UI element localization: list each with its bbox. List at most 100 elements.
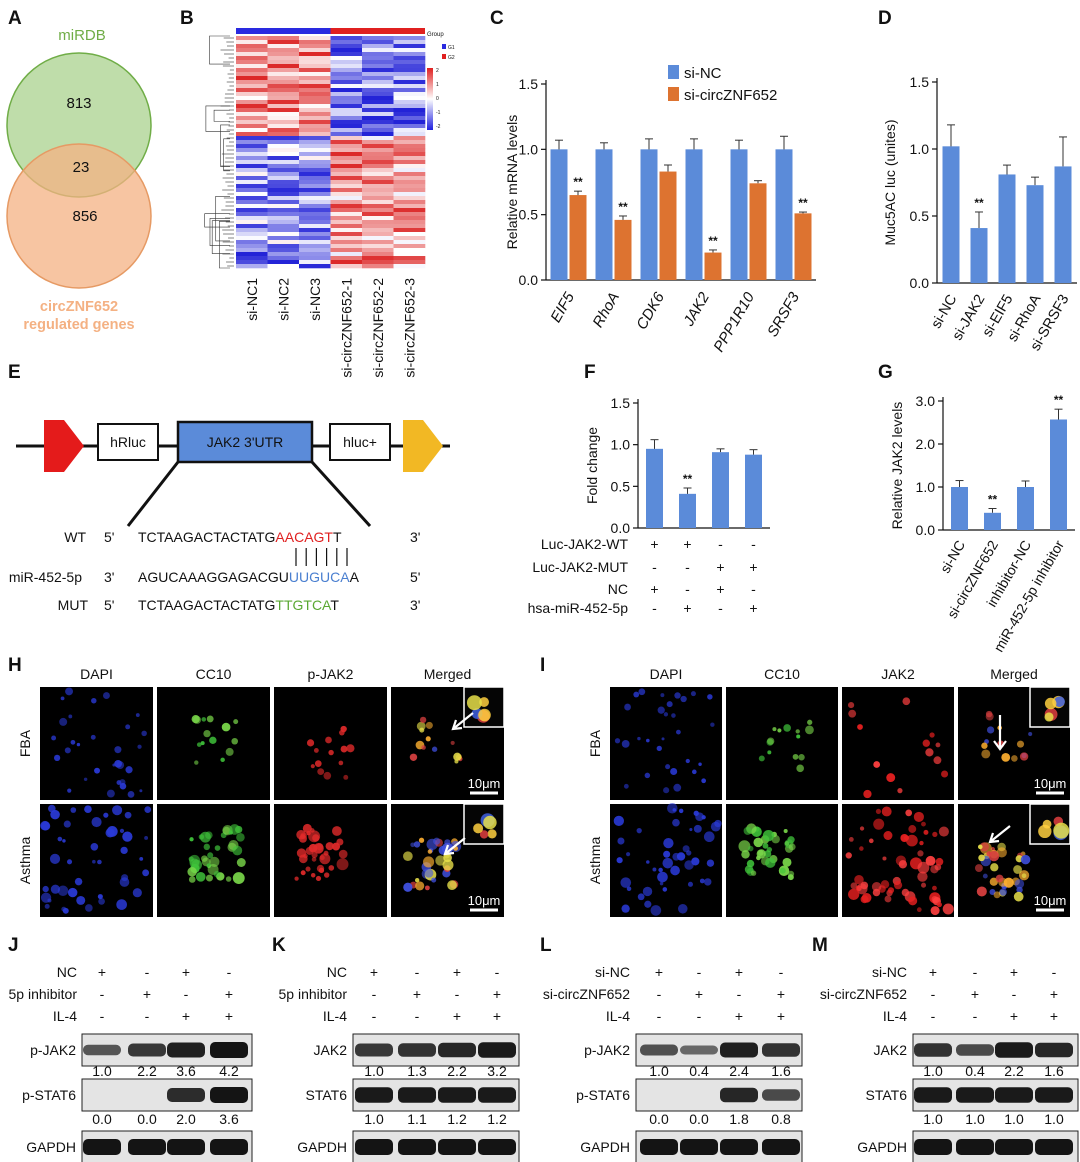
condition-sign: - bbox=[751, 536, 756, 552]
heatmap-cell bbox=[330, 232, 363, 237]
hluc-box bbox=[329, 423, 391, 461]
condition-label: Luc-JAK2-MUT bbox=[532, 559, 628, 575]
cell-signal bbox=[621, 740, 630, 748]
cell-signal bbox=[859, 846, 864, 851]
microscopy-column-label: Merged bbox=[990, 666, 1037, 682]
cell-signal bbox=[144, 806, 152, 813]
arrow-shaft bbox=[444, 837, 466, 855]
arrow-head bbox=[988, 832, 1000, 844]
cell-signal bbox=[988, 850, 1000, 862]
heatmap-cell bbox=[362, 152, 394, 157]
heatmap-cell bbox=[330, 88, 363, 93]
heatmap-cell bbox=[299, 144, 331, 149]
heatmap-cell bbox=[393, 248, 426, 253]
heatmap-cell bbox=[393, 260, 426, 265]
heatmap-cell bbox=[393, 44, 426, 49]
condition-label: si-circZNF652 bbox=[820, 986, 907, 1002]
heatmap-cell bbox=[362, 148, 394, 153]
heatmap-cell bbox=[299, 224, 331, 229]
heatmap-cell bbox=[267, 148, 300, 153]
cell-signal bbox=[979, 842, 989, 852]
heatmap-cell bbox=[267, 228, 300, 233]
heatmap-cell bbox=[267, 40, 300, 45]
protein-band bbox=[398, 1139, 436, 1155]
cell-signal bbox=[783, 829, 788, 834]
heatmap-cell bbox=[267, 116, 300, 121]
band-quantification: 3.2 bbox=[487, 1063, 507, 1079]
heatmap-cell bbox=[236, 136, 268, 141]
condition-sign: - bbox=[697, 1008, 702, 1024]
heatmap-cell bbox=[362, 76, 394, 81]
condition-sign: + bbox=[777, 986, 785, 1002]
heatmap-cell bbox=[299, 96, 331, 101]
cell-signal bbox=[873, 818, 885, 830]
condition-sign: + bbox=[1010, 964, 1018, 980]
heatmap-cell bbox=[236, 100, 268, 105]
cell-signal bbox=[930, 865, 939, 874]
band-quantification: 1.0 bbox=[1004, 1111, 1024, 1127]
heatmap-cell bbox=[299, 252, 331, 257]
cell-signal bbox=[343, 774, 349, 780]
condition-sign: + bbox=[225, 1008, 233, 1024]
condition-sign: - bbox=[495, 964, 500, 980]
microscopy-background bbox=[40, 687, 153, 800]
cell-signal bbox=[236, 858, 246, 867]
cell-signal bbox=[67, 788, 72, 793]
heatmap-cell bbox=[393, 264, 426, 269]
cell-signal bbox=[413, 841, 421, 848]
heatmap-cell bbox=[330, 108, 363, 113]
cell-signal bbox=[232, 845, 243, 856]
protein-band bbox=[640, 1044, 678, 1056]
cell-signal bbox=[424, 885, 430, 891]
band-quantification: 0.0 bbox=[137, 1111, 157, 1127]
utr-label: JAK2 3'UTR bbox=[207, 434, 284, 450]
dendrogram-branch bbox=[213, 109, 230, 122]
band-label: p-JAK2 bbox=[584, 1042, 630, 1058]
venn-bottom-label: circZNF652 bbox=[40, 299, 118, 315]
condition-sign: - bbox=[652, 559, 657, 575]
heatmap-cell bbox=[236, 112, 268, 117]
cell-signal bbox=[222, 826, 231, 835]
heatmap-cell bbox=[267, 200, 300, 205]
cell-signal bbox=[999, 888, 1007, 896]
heatmap-cell bbox=[362, 228, 394, 233]
sequence-plain: TCTAAGACTACTATG bbox=[138, 529, 275, 545]
cell-signal bbox=[311, 857, 317, 862]
cell-signal bbox=[690, 691, 696, 697]
group-bar-si bbox=[330, 28, 425, 34]
heatmap-cell bbox=[362, 124, 394, 129]
condition-label: IL-4 bbox=[323, 1008, 347, 1024]
significance-mark: ** bbox=[974, 196, 984, 210]
cell-signal bbox=[139, 789, 143, 793]
heatmap-cell bbox=[393, 152, 426, 157]
cell-signal bbox=[644, 900, 652, 908]
cell-signal bbox=[660, 693, 665, 698]
heatmap-cell bbox=[299, 248, 331, 253]
blot-strip bbox=[635, 1130, 803, 1162]
cell-signal bbox=[50, 809, 60, 820]
condition-sign: - bbox=[372, 1008, 377, 1024]
cell-signal bbox=[328, 749, 334, 756]
heatmap-cell bbox=[299, 116, 331, 121]
heatmap-cell bbox=[299, 216, 331, 221]
band-quantification: 0.4 bbox=[689, 1063, 709, 1079]
cell-signal bbox=[127, 790, 135, 798]
band-quantification: 2.4 bbox=[729, 1063, 749, 1079]
cell-signal bbox=[670, 865, 680, 876]
cell-signal bbox=[657, 871, 668, 883]
condition-sign: - bbox=[718, 536, 723, 552]
cell-signal bbox=[116, 761, 125, 770]
heatmap-cell bbox=[236, 172, 268, 177]
cell-signal bbox=[114, 746, 122, 754]
cell-signal bbox=[670, 768, 678, 776]
cell-signal bbox=[1003, 877, 1014, 888]
protein-band bbox=[438, 1139, 476, 1155]
cell-signal bbox=[47, 898, 52, 903]
heatmap-cell bbox=[267, 36, 300, 41]
heatmap-cell bbox=[330, 136, 363, 141]
cell-signal bbox=[1028, 732, 1033, 737]
condition-sign: - bbox=[415, 1008, 420, 1024]
cell-signal bbox=[346, 744, 355, 753]
heatmap-cell bbox=[236, 248, 268, 253]
heatmap-cell bbox=[393, 88, 426, 93]
